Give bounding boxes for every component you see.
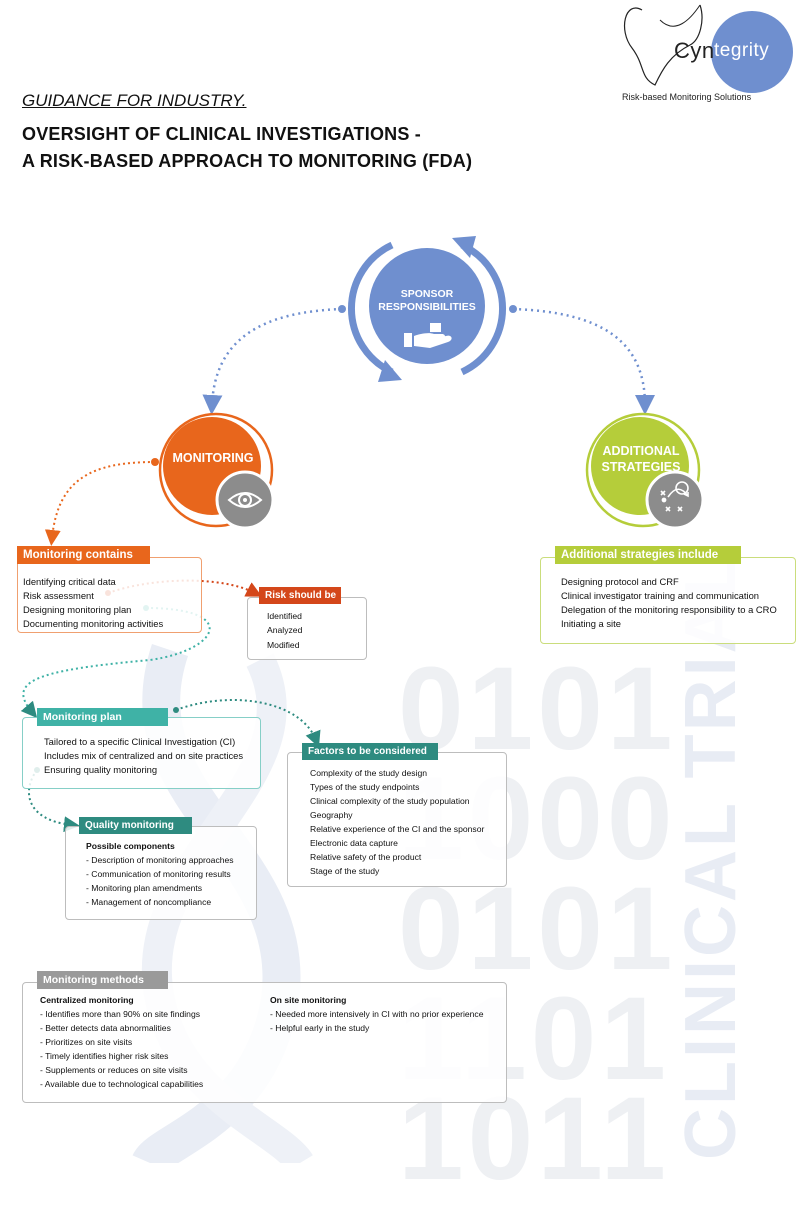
sponsor-circle [369,248,485,364]
sponsor-label: SPONSOR RESPONSIBILITIES [372,288,482,314]
brand-name-part2: tegrity [714,40,770,61]
risk-should-be-title: Risk should be [259,587,341,604]
factors-box [287,752,507,887]
watermark-row: 0101 [398,863,677,995]
monitoring-label: MONITORING [172,451,254,465]
list-item: Tailored to a specific Clinical Investig… [44,736,236,747]
list-item: Designing monitoring plan [23,604,132,615]
brand-tagline: Risk-based Monitoring Solutions [622,92,752,102]
hand-icon [404,323,452,348]
list-item: - Monitoring plan amendments [86,883,203,893]
page-title-line2: A RISK-BASED APPROACH TO MONITORING (FDA… [22,151,473,171]
monitoring-methods-title: Monitoring methods [37,971,168,989]
strategy-icon [660,481,689,512]
list-item: Ensuring quality monitoring [44,764,158,775]
additional-strategies-box [540,557,796,644]
additional-label-line1: ADDITIONAL [602,444,680,458]
list-item: Initiating a site [561,618,621,629]
quality-monitoring-title: Quality monitoring [79,817,192,834]
diagram-graphics [20,236,705,833]
list-item: Types of the study endpoints [310,782,420,792]
list-item: - Identifies more than 90% on site findi… [40,1009,201,1019]
list-item: Clinical complexity of the study populat… [310,796,470,806]
monitoring-plan-title: Monitoring plan [37,708,168,726]
list-item: Modified [267,640,300,650]
list-item: - Helpful early in the study [270,1023,370,1033]
watermark-row: 0101 [398,643,677,775]
page-title-line1: OVERSIGHT OF CLINICAL INVESTIGATIONS - [22,124,421,144]
monitoring-methods-box [22,982,507,1103]
list-item: - Communication of monitoring results [86,869,231,879]
additional-strategies-title: Additional strategies include [555,546,741,564]
list-item: Identifying critical data [23,576,116,587]
list-item: Identified [267,611,302,621]
onsite-heading: On site monitoring [270,995,347,1005]
list-item: Geography [310,810,353,820]
list-item: - Timely identifies higher risk sites [40,1051,169,1061]
list-item: Relative experience of the CI and the sp… [310,824,485,834]
sponsor-label-line1: SPONSOR [400,288,454,300]
additional-label: ADDITIONAL STRATEGIES [595,443,687,475]
list-item: Documenting monitoring activities [23,618,164,629]
monitoring-contains-box [17,557,202,633]
list-item: Stage of the study [310,866,380,876]
list-item: - Description of monitoring approaches [86,855,234,865]
list-item: - Management of noncompliance [86,897,212,907]
list-item: Complexity of the study design [310,768,428,778]
butterfly-logo-icon [623,4,793,93]
quality-monitoring-heading: Possible components [86,841,175,851]
list-item: Analyzed [267,625,303,635]
list-item: - Needed more intensively in CI with no … [270,1009,484,1019]
centralized-heading: Centralized monitoring [40,995,134,1005]
sponsor-cycle-arrows [348,236,506,382]
factors-title: Factors to be considered [302,743,438,760]
list-item: - Prioritizes on site visits [40,1037,133,1047]
list-item: - Available due to technological capabil… [40,1079,204,1089]
monitoring-contains-title: Monitoring contains [17,546,150,564]
list-item: - Supplements or reduces on site visits [40,1065,188,1075]
guidance-heading: GUIDANCE FOR INDUSTRY. [22,91,247,110]
list-item: Risk assessment [23,590,94,601]
sponsor-label-line2: RESPONSIBILITIES [378,301,476,313]
list-item: - Better detects data abnormalities [40,1023,171,1033]
risk-should-be-box [247,597,367,660]
list-item: Includes mix of centralized and on site … [44,750,244,761]
list-item: Designing protocol and CRF [561,576,679,587]
additional-label-line2: STRATEGIES [601,460,681,474]
strategy-icon-bg [645,470,705,530]
list-item: Electronic data capture [310,838,398,848]
list-item: Relative safety of the product [310,852,422,862]
list-item: Clinical investigator training and commu… [561,590,760,601]
eye-icon [227,492,263,508]
list-item: Delegation of the monitoring responsibil… [561,604,777,615]
quality-monitoring-box [65,826,257,920]
brand-name-part1: Cyn [674,38,715,63]
